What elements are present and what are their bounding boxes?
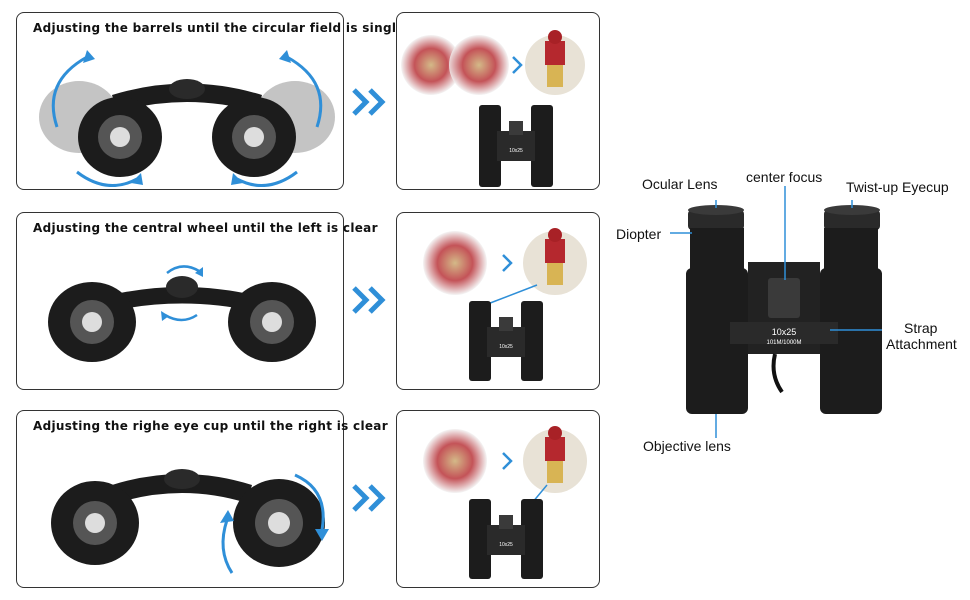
rotate-arrow-icon <box>76 170 138 187</box>
double-chevron-icon <box>352 286 386 314</box>
focus-result-illustration: 10x25 <box>401 30 585 187</box>
binocular-top-view <box>51 469 329 574</box>
svg-text:101M/1000M: 101M/1000M <box>766 340 801 346</box>
step-2-panel: Adjusting the central wheel until the le… <box>16 212 377 390</box>
binocular-top-view <box>48 265 316 362</box>
step-3-panel: Adjusting the righe eye cup until the ri… <box>16 410 388 588</box>
rotate-arrow-icon <box>221 519 234 574</box>
svg-text:10x25: 10x25 <box>772 327 797 337</box>
rotate-arrow-icon <box>236 170 298 187</box>
label-ocular-lens: Ocular Lens <box>642 176 718 192</box>
result-3-panel: 10x25 <box>396 410 600 588</box>
rotate-arrow-icon <box>166 265 200 274</box>
svg-text:10x25: 10x25 <box>509 148 523 154</box>
label-objective-lens: Objective lens <box>643 438 731 454</box>
rotate-arrow-icon <box>164 313 198 322</box>
label-diopter: Diopter <box>616 226 662 242</box>
focus-result-illustration: 10x25 <box>423 426 587 579</box>
label-twist-up-eyecup: Twist-up Eyecup <box>846 179 949 195</box>
label-center-focus: center focus <box>746 169 823 185</box>
step-2-title: Adjusting the central wheel until the le… <box>33 221 378 235</box>
binocular-parts-diagram: 10x25 101M/1000M <box>670 186 882 438</box>
rotate-arrow-icon <box>286 55 323 128</box>
svg-text:10x25: 10x25 <box>499 542 513 548</box>
rotate-arrow-icon <box>294 473 325 531</box>
rotate-arrow-icon <box>51 55 88 128</box>
label-strap-attachment-line1: Strap <box>904 320 938 336</box>
focus-result-illustration: 10x25 <box>423 228 587 381</box>
result-1-panel: 10x25 <box>396 12 600 190</box>
double-chevron-icon <box>352 88 386 116</box>
result-2-panel: 10x25 <box>396 212 600 390</box>
step-1-title: Adjusting the barrels until the circular… <box>33 21 405 35</box>
binocular-top-view <box>39 50 335 187</box>
step-1-panel: Adjusting the barrels until the circular… <box>16 12 404 190</box>
step-3-title: Adjusting the righe eye cup until the ri… <box>33 419 388 433</box>
label-strap-attachment-line2: Attachment <box>886 336 957 352</box>
svg-text:10x25: 10x25 <box>499 344 513 350</box>
double-chevron-icon <box>352 484 386 512</box>
